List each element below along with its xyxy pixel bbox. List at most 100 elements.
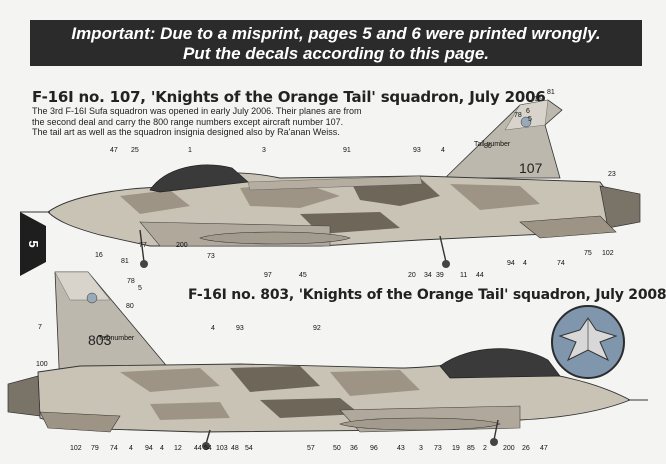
aircraft2-tail-insignia bbox=[86, 292, 98, 304]
aircraft2-nozzle bbox=[7, 375, 41, 417]
aircraft2-callout: 4 bbox=[160, 445, 164, 452]
aircraft1-callout: 78 bbox=[514, 112, 522, 119]
aircraft2-fuel-tank bbox=[339, 417, 501, 431]
aircraft2-callout: 200 bbox=[503, 445, 515, 452]
aircraft2-camo-3 bbox=[330, 370, 420, 396]
aircraft2-callout: 48 bbox=[231, 445, 239, 452]
description-line-1: The 3rd F-16I Sufa squadron was opened i… bbox=[32, 106, 362, 116]
aircraft1-callout: 102 bbox=[602, 250, 614, 257]
aircraft2-camo-2 bbox=[230, 366, 320, 392]
aircraft1-callout: 4 bbox=[523, 260, 527, 267]
aircraft2-callout: 80 bbox=[126, 303, 134, 310]
aircraft1-callout: 45 bbox=[299, 272, 307, 279]
aircraft1-callout: 3 bbox=[262, 147, 266, 154]
aircraft2-callout: 54 bbox=[204, 445, 212, 452]
aircraft1-callout: 5 bbox=[528, 116, 532, 123]
aircraft1-callout: 1 bbox=[188, 147, 192, 154]
page-tab-shape bbox=[20, 212, 46, 276]
notice-line-2: Put the decals according to this page. bbox=[182, 44, 490, 63]
aircraft2-callout: 74 bbox=[110, 445, 118, 452]
aircraft1-tail-insignia bbox=[520, 116, 532, 128]
aircraft2-profile: 80 3 bbox=[7, 271, 648, 450]
aircraft1-callout: 11 bbox=[460, 272, 467, 279]
aircraft2-callout: 78 bbox=[127, 278, 135, 285]
aircraft2-main-gear bbox=[205, 429, 211, 445]
aircraft1-callout: 74 bbox=[557, 260, 565, 267]
aircraft1-callout: 80 bbox=[484, 143, 492, 150]
aircraft2-callout: 50 bbox=[333, 445, 341, 452]
aircraft1-callout: 25 bbox=[131, 147, 139, 154]
aircraft1-tail-highlight bbox=[504, 99, 549, 131]
aircraft1-callout: 47 bbox=[110, 147, 118, 154]
aircraft2-callout: 44 bbox=[194, 445, 202, 452]
aircraft2-callout: 93 bbox=[236, 325, 244, 332]
aircraft1-spine bbox=[247, 175, 423, 191]
aircraft1-tail-number-label: Tail number bbox=[474, 141, 511, 148]
aircraft-drawings: 107 80 3 bbox=[7, 89, 648, 452]
aircraft1-callout: 91 bbox=[343, 147, 351, 154]
aircraft1-callout: 77 bbox=[139, 242, 147, 249]
aircraft2-callout: 43 bbox=[397, 445, 405, 452]
aircraft2-main-wheel bbox=[202, 442, 210, 450]
aircraft2-callout: 19 bbox=[452, 445, 460, 452]
aircraft2-horizontal-stab bbox=[39, 411, 121, 433]
aircraft2-callout: 81 bbox=[121, 258, 129, 265]
aircraft1-callout: 16 bbox=[534, 96, 542, 103]
aircraft2-callout: 4 bbox=[211, 325, 215, 332]
aircraft2-callout: 92 bbox=[313, 325, 321, 332]
aircraft1-tail-number: 107 bbox=[519, 160, 543, 176]
aircraft2-callout: 103 bbox=[216, 445, 228, 452]
aircraft1-nose-wheel bbox=[140, 260, 148, 268]
notice-line-1: Important: Due to a misprint, pages 5 an… bbox=[71, 24, 601, 43]
aircraft2-callout: 79 bbox=[91, 445, 99, 452]
notice-banner: Important: Due to a misprint, pages 5 an… bbox=[30, 20, 642, 66]
aircraft2-nose-wheel bbox=[490, 438, 498, 446]
aircraft2-callout: 3 bbox=[419, 445, 423, 452]
aircraft2-callout: 96 bbox=[370, 445, 378, 452]
aircraft2-callout: 4 bbox=[129, 445, 133, 452]
aircraft2-callout: 5 bbox=[138, 285, 142, 292]
aircraft2-callout: 57 bbox=[307, 445, 315, 452]
aircraft2-callout: 26 bbox=[522, 445, 530, 452]
aircraft2-camo-4 bbox=[260, 398, 360, 418]
aircraft1-callout: 97 bbox=[264, 272, 272, 279]
aircraft1-canopy bbox=[149, 164, 249, 193]
aircraft1-callout: 73 bbox=[207, 253, 215, 260]
aircraft1-callout: 23 bbox=[608, 171, 616, 178]
aircraft2-camo-1 bbox=[120, 368, 220, 392]
aircraft1-callout: 39 bbox=[436, 272, 444, 279]
squadron-insignia bbox=[551, 305, 625, 379]
aircraft2-callout: 100 bbox=[36, 361, 48, 368]
aircraft2-callout: 47 bbox=[540, 445, 548, 452]
aircraft1-profile: 107 bbox=[20, 99, 641, 268]
aircraft1-nose-gear bbox=[139, 229, 145, 263]
aircraft2-callout: 85 bbox=[467, 445, 475, 452]
aircraft2-callout: 7 bbox=[38, 324, 42, 331]
aircraft1-title: F-16I no. 107, 'Knights of the Orange Ta… bbox=[32, 88, 546, 106]
aircraft2-title: F-16I no. 803, 'Knights of the Orange Ta… bbox=[188, 287, 666, 303]
aircraft1-callout: 6 bbox=[526, 108, 530, 115]
aircraft1-fuel-tank bbox=[199, 231, 351, 245]
aircraft2-callout: 36 bbox=[350, 445, 358, 452]
aircraft2-callout: 102 bbox=[70, 445, 82, 452]
page-number-tab: 5 bbox=[20, 212, 46, 276]
aircraft1-horizontal-stab bbox=[519, 215, 617, 239]
aircraft2-canopy bbox=[439, 348, 561, 379]
aircraft1-callout: 44 bbox=[476, 272, 484, 279]
aircraft2-callout: 94 bbox=[145, 445, 153, 452]
aircraft1-callout: 200 bbox=[176, 242, 188, 249]
aircraft1-camo-4 bbox=[120, 190, 190, 214]
aircraft1-main-wheel bbox=[442, 260, 450, 268]
aircraft1-callout: 94 bbox=[507, 260, 515, 267]
aircraft1-description: The 3rd F-16I Sufa squadron was opened i… bbox=[32, 106, 432, 138]
aircraft2-callout: 73 bbox=[434, 445, 442, 452]
aircraft2-callout: 54 bbox=[245, 445, 253, 452]
aircraft2-tail-number-label: Tail number bbox=[98, 335, 135, 342]
aircraft1-nozzle bbox=[599, 185, 641, 229]
aircraft1-callout: 93 bbox=[413, 147, 421, 154]
aircraft2-tail-highlight bbox=[54, 271, 111, 301]
aircraft2-camo-5 bbox=[150, 402, 230, 420]
page-number: 5 bbox=[26, 240, 41, 247]
